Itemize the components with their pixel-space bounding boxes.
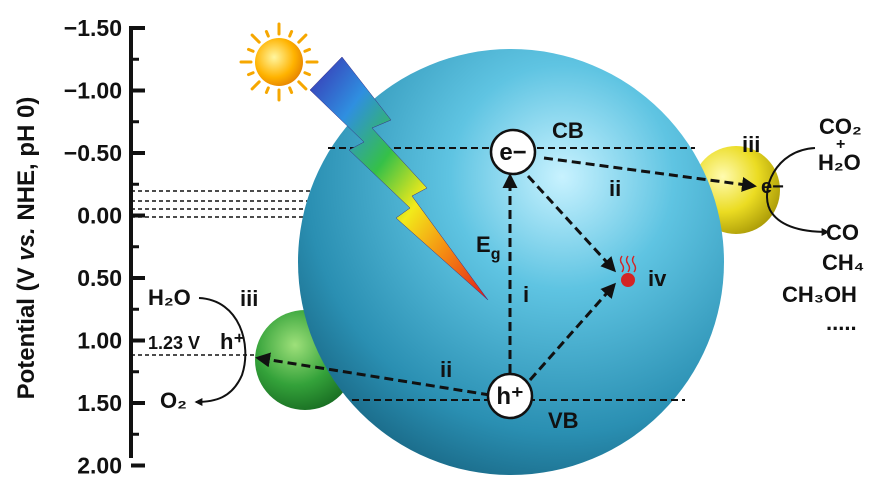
axis-tick-label: 0.50 <box>77 265 122 291</box>
sun-ray <box>288 30 294 38</box>
cb-label: CB <box>552 118 584 143</box>
sun-ray <box>264 86 270 94</box>
step-iv-label: iv <box>648 266 667 291</box>
hole-carrier: h⁺ <box>486 372 534 420</box>
svg-text:h⁺: h⁺ <box>496 383 523 410</box>
plus-sign: + <box>836 136 845 153</box>
sun-ray <box>247 47 255 53</box>
step-i-label: i <box>523 282 529 307</box>
rainbow-lightning-icon <box>309 56 489 301</box>
product-co: CO <box>826 220 859 245</box>
sun-ray <box>247 71 255 77</box>
hole-label-left: h⁺ <box>220 329 245 354</box>
co2-label: CO₂ <box>819 114 862 139</box>
oxidation-arrow <box>194 297 247 406</box>
sun-ray <box>303 71 311 77</box>
svg-text:e−: e− <box>499 139 526 166</box>
h2o-label-left: H₂O <box>148 285 191 310</box>
step-iii-left-label: iii <box>240 286 258 311</box>
sun-ray <box>264 30 270 38</box>
semiconductor-sphere <box>298 49 724 475</box>
axis-tick-label: 1.50 <box>77 390 122 416</box>
water-potential-label: 1.23 V <box>148 333 200 353</box>
electron-label-right: e− <box>761 176 784 198</box>
arrow-ii-hole-transfer <box>255 352 491 397</box>
electron-carrier: e− <box>489 128 537 176</box>
axis-ticks: −1.50 −1.00 −0.50 0.00 0.50 1.00 1.50 2.00 <box>64 15 145 479</box>
sun-ray <box>303 47 311 53</box>
axis-tick-label: −1.00 <box>64 78 122 104</box>
axis-tick-label: −0.50 <box>64 140 122 166</box>
reduction-arrow <box>766 147 830 236</box>
axis-label: Potential (V vs. NHE, pH 0) <box>13 97 40 400</box>
sun-icon <box>239 22 319 102</box>
arrow-ii-electron-transfer <box>543 156 757 192</box>
vb-label: VB <box>548 408 579 433</box>
product-ch4: CH₄ <box>822 250 864 275</box>
axis-tick-label: −1.50 <box>64 15 122 41</box>
sun-ray <box>288 86 294 94</box>
axis-tick-label: 1.00 <box>77 328 122 354</box>
step-iii-right-label: iii <box>742 132 760 157</box>
product-ch3oh: CH₃OH <box>782 282 857 307</box>
product-ellipsis: ..... <box>826 310 857 335</box>
sun-ray <box>297 33 308 44</box>
axis-tick-label: 2.00 <box>77 453 122 479</box>
step-ii-top-label: ii <box>609 176 621 201</box>
step-ii-bottom-label: ii <box>440 357 452 382</box>
arrow-iv-electron-recombination <box>526 174 617 273</box>
heat-dot <box>621 273 635 287</box>
bandgap-label: Eg <box>476 232 500 263</box>
h2o-label-right: H₂O <box>818 150 861 175</box>
sun-ray <box>250 33 261 44</box>
arrow-iv-hole-recombination <box>528 282 616 381</box>
o2-label: O₂ <box>160 388 187 413</box>
sun-ray <box>250 80 261 91</box>
axis-tick-label: 0.00 <box>77 203 122 229</box>
heat-icon <box>619 255 637 273</box>
sun-ray <box>297 80 308 91</box>
